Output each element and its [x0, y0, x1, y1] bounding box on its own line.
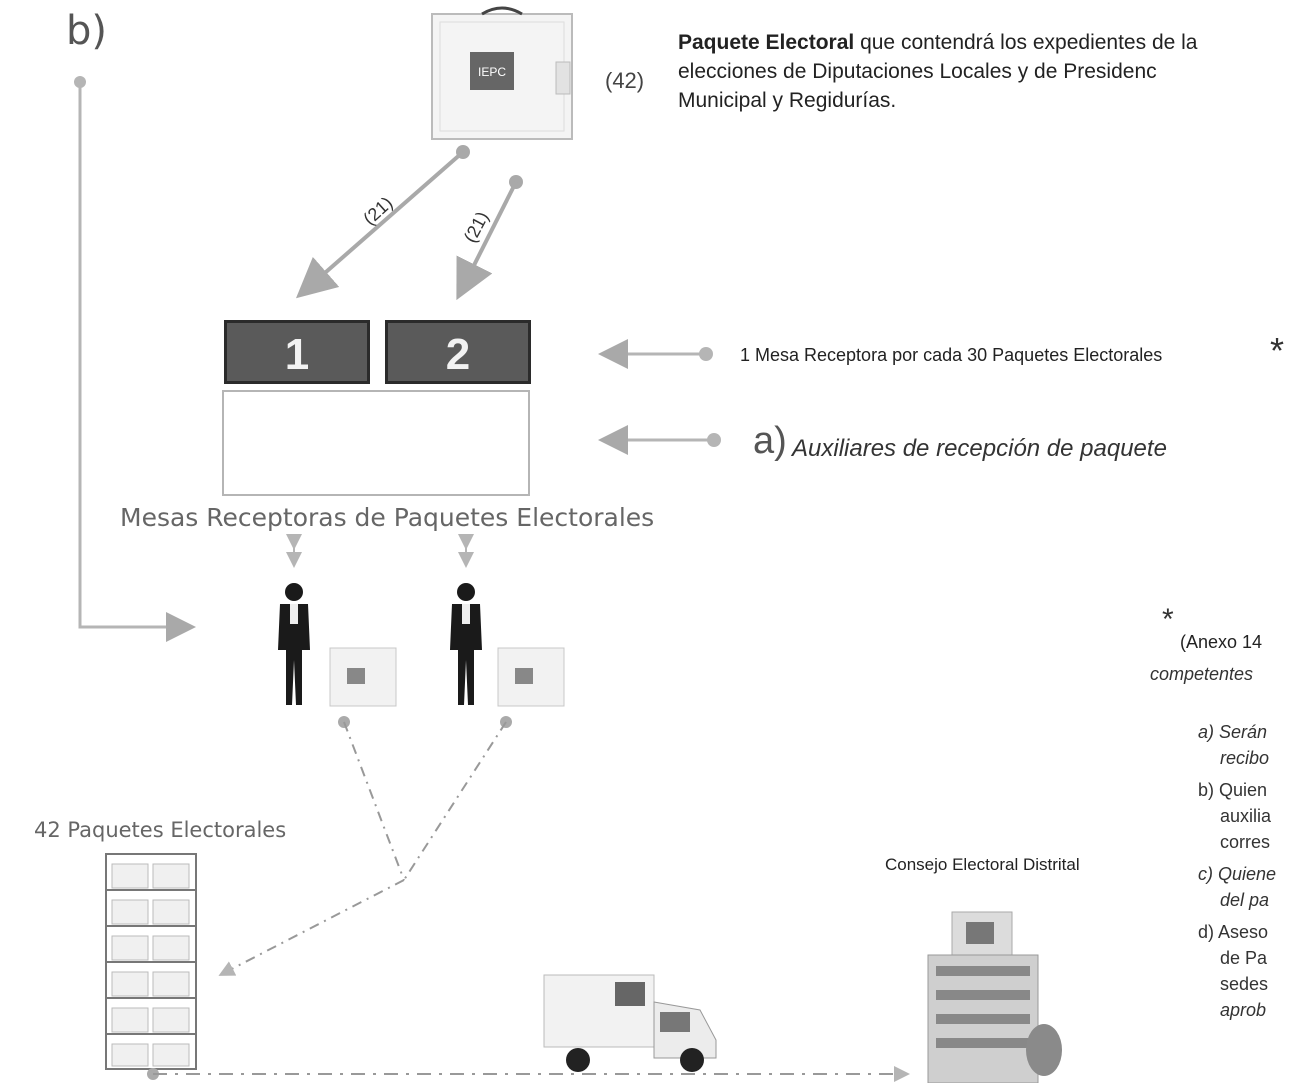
- courier-2: [450, 583, 482, 705]
- package-shelf: [105, 853, 197, 1070]
- arrow-to-table-2: [456, 175, 523, 301]
- annex-item: d) Aseso: [1198, 922, 1269, 942]
- annex-item: a) Serán: [1198, 722, 1268, 742]
- connector-left: [74, 76, 196, 642]
- annex-item: b) Quien: [1198, 780, 1268, 800]
- package-description: Paquete Electoral que contendrá los expe…: [678, 28, 1293, 115]
- description-line3: Municipal y Regidurías.: [678, 89, 897, 112]
- electoral-package-icon: [431, 6, 573, 140]
- dashed-flow-to-shelf: [218, 879, 405, 976]
- table-2-label: 2: [385, 320, 531, 384]
- table-1-label: 1: [224, 320, 370, 384]
- annex-asterisk: *: [1162, 603, 1174, 636]
- arrow-rule: [598, 339, 713, 369]
- packages-label: 42 Paquetes Electorales: [34, 818, 287, 842]
- mesas-caption: Mesas Receptoras de Paquetes Electorales: [120, 503, 655, 532]
- auxiliaries-text: Auxiliares de recepción de paquete: [792, 435, 1167, 462]
- annex-item: recibo: [1220, 748, 1270, 768]
- council-label: Consejo Electoral Distrital: [885, 855, 1080, 874]
- annex-item: c) Quiene: [1198, 864, 1277, 884]
- rule-text: 1 Mesa Receptora por cada 30 Paquetes El…: [740, 345, 1163, 365]
- asterisk-mark: *: [1270, 330, 1285, 371]
- annex-item: del pa: [1220, 890, 1270, 910]
- description-line2: elecciones de Diputaciones Locales y de …: [678, 60, 1157, 83]
- description-line1: que contendrá los expedientes de la: [854, 31, 1198, 54]
- dashed-flow-courier-2: [403, 716, 512, 881]
- package-count-top: (42): [605, 68, 645, 93]
- council-building-icon: [927, 911, 1062, 1083]
- courier-package-2: [497, 647, 565, 707]
- auxiliaries-box: [222, 390, 530, 496]
- annex-title: (Anexo 14: [1180, 632, 1263, 652]
- section-label: b): [66, 8, 107, 54]
- dashed-flow-to-council: [147, 1066, 910, 1082]
- package-logo-text: IEPC: [478, 65, 506, 79]
- description-bold: Paquete Electoral: [678, 31, 855, 54]
- arrow-auxiliaries: [598, 425, 721, 455]
- annex-item: sedes: [1220, 974, 1269, 994]
- courier-package-1: [329, 647, 397, 707]
- truck-icon: [543, 974, 717, 1072]
- annex-item: de Pa: [1220, 948, 1268, 968]
- annex-subtitle: competentes: [1150, 664, 1254, 684]
- annex-item: auxilia: [1220, 806, 1272, 826]
- annex-item: aprob: [1220, 1000, 1267, 1020]
- arrow-to-table-1: [295, 145, 470, 299]
- auxiliaries-letter: a): [753, 420, 787, 462]
- arrow-label-1: (21): [359, 193, 396, 229]
- annex-item: corres: [1220, 832, 1271, 852]
- courier-1: [278, 583, 310, 705]
- dashed-flow-courier-1: [338, 716, 405, 881]
